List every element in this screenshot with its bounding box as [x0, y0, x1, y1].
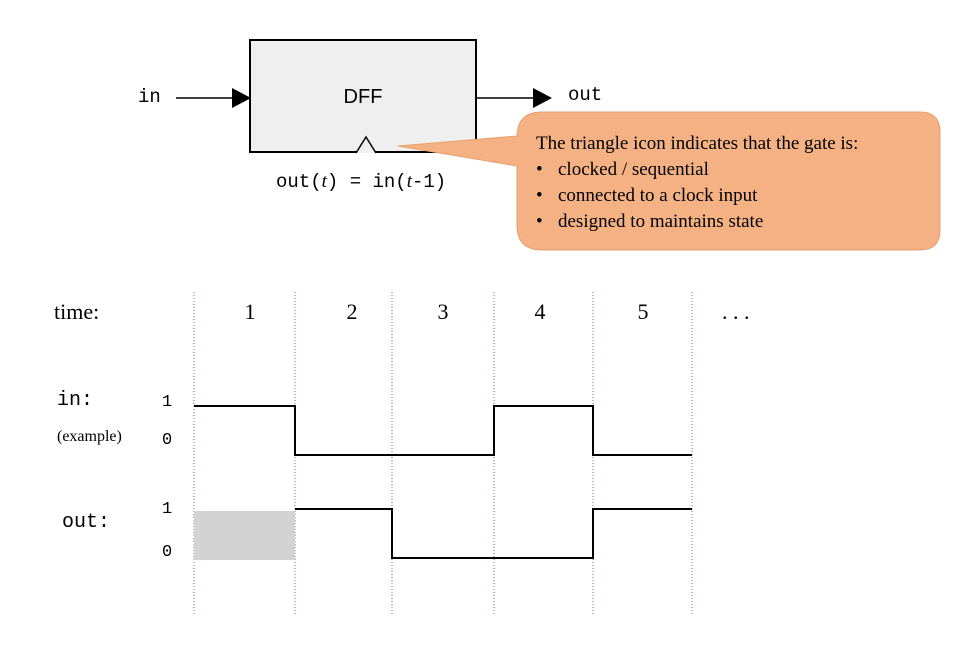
- time-step-label: 1: [244, 299, 256, 324]
- callout-bullet: connected to a clock input: [536, 183, 858, 209]
- equation-rhs-tail: -1): [412, 171, 447, 193]
- input-arrowhead: [232, 88, 251, 108]
- in-signal-note: (example): [57, 428, 122, 445]
- dff-gate-box: [249, 39, 477, 153]
- equation-rhs-var: t: [406, 171, 412, 192]
- callout-bullet: designed to maintains state: [536, 209, 858, 235]
- dff-equation: out(t) = in(t-1): [276, 171, 446, 193]
- dff-gate-label: DFF: [343, 86, 383, 108]
- equation-lhs-fn: out(: [276, 171, 322, 193]
- in-waveform: [194, 405, 692, 456]
- out-waveform: [295, 508, 692, 559]
- time-ellipsis: . . .: [722, 299, 750, 324]
- undefined-state-region: [194, 511, 295, 560]
- out-low-level-label: 0: [162, 543, 173, 562]
- equation-lhs-var: t: [321, 171, 327, 192]
- callout-heading: The triangle icon indicates that the gat…: [536, 133, 859, 154]
- callout-bullet: clocked / sequential: [536, 157, 858, 183]
- output-port-label: out: [568, 84, 603, 106]
- time-step-label: 4: [534, 299, 546, 324]
- equation-middle: ) = in(: [326, 171, 407, 193]
- time-step-label: 5: [637, 299, 649, 324]
- output-arrowhead: [533, 88, 552, 108]
- time-step-label: 2: [346, 299, 358, 324]
- in-high-level-label: 1: [162, 393, 173, 412]
- out-signal-name: out:: [62, 511, 111, 534]
- in-signal-name: in:: [57, 389, 94, 412]
- callout-bullet-list: clocked / sequential connected to a cloc…: [536, 157, 858, 235]
- callout-text: The triangle icon indicates that the gat…: [536, 131, 858, 235]
- out-high-level-label: 1: [162, 500, 173, 519]
- triangle-icon: [355, 135, 377, 154]
- in-low-level-label: 0: [162, 431, 173, 450]
- input-port-label: in: [138, 86, 161, 108]
- time-step-label: 3: [437, 299, 449, 324]
- time-label: time:: [54, 299, 100, 324]
